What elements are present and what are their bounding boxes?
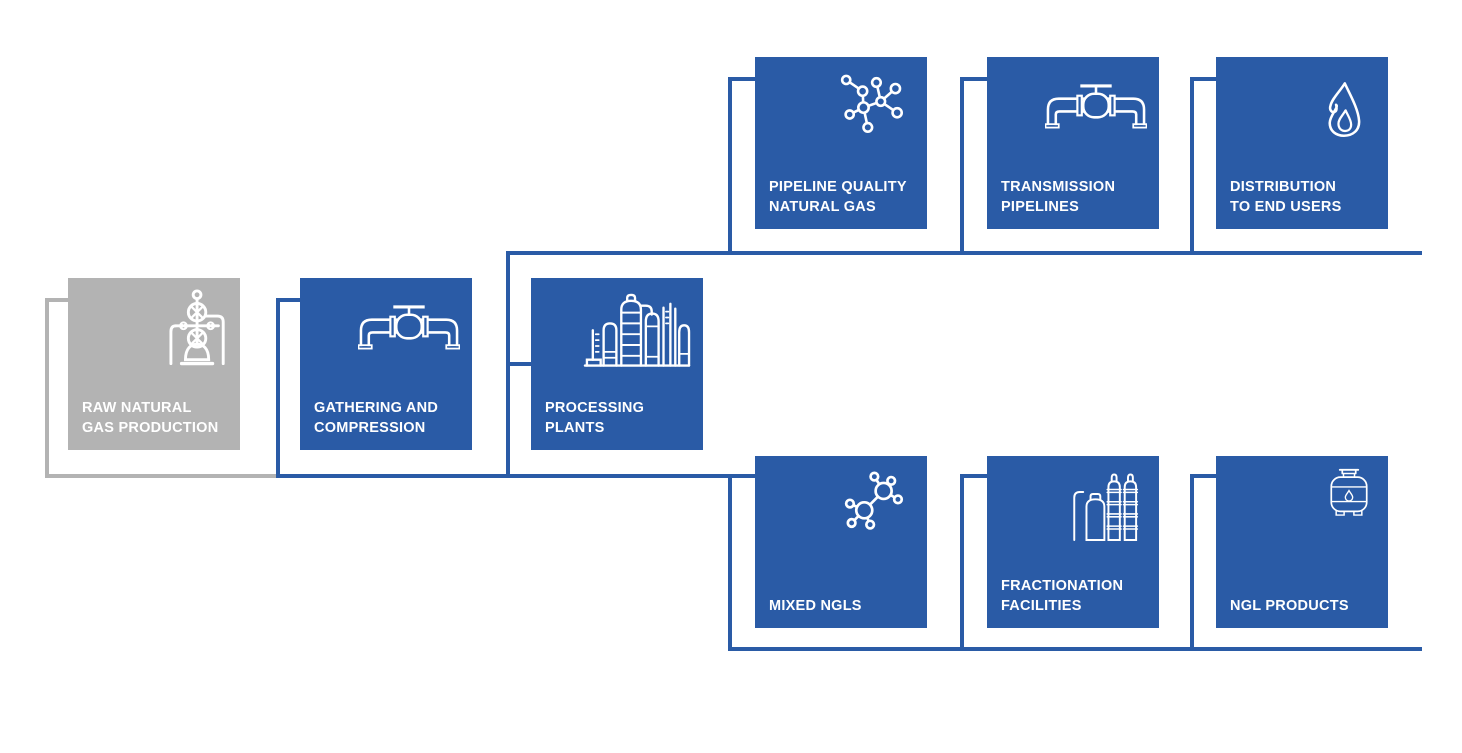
node-label: FRACTIONATION FACILITIES xyxy=(1001,578,1124,614)
molecule-network-icon xyxy=(835,67,917,140)
node-label: RAW NATURAL GAS PRODUCTION xyxy=(82,400,219,436)
fractionation-towers-icon xyxy=(1071,470,1141,542)
flame-icon xyxy=(1321,81,1367,138)
connector-line xyxy=(728,474,755,478)
connector-line xyxy=(45,298,68,302)
connector-line xyxy=(276,474,732,478)
connector-line xyxy=(1190,77,1216,81)
wellhead-icon xyxy=(168,288,230,366)
node-pipeline-quality-natural-gas: PIPELINE QUALITY NATURAL GAS xyxy=(755,57,927,229)
node-processing-plants: PROCESSING PLANTS xyxy=(531,278,703,450)
node-transmission-pipelines: TRANSMISSION PIPELINES xyxy=(987,57,1159,229)
connector-line xyxy=(960,77,987,81)
node-raw-natural-gas-production: RAW NATURAL GAS PRODUCTION xyxy=(68,278,240,450)
pipeline-valve-icon xyxy=(358,303,460,350)
connector-line xyxy=(728,77,755,81)
node-label: GATHERING AND COMPRESSION xyxy=(314,400,439,436)
node-mixed-ngls: MIXED NGLS xyxy=(755,456,927,628)
pipeline-valve-icon xyxy=(1045,82,1147,129)
connector-line xyxy=(45,474,276,478)
molecule-icon xyxy=(839,464,919,540)
gas-cylinder-icon xyxy=(1327,468,1371,519)
connector-line xyxy=(728,474,732,651)
node-gathering-and-compression: GATHERING AND COMPRESSION xyxy=(300,278,472,450)
connector-line xyxy=(276,298,300,302)
node-ngl-products: NGL PRODUCTS xyxy=(1216,456,1388,628)
node-label: TRANSMISSION PIPELINES xyxy=(1001,179,1116,215)
connector-line xyxy=(276,298,280,478)
node-label: MIXED NGLS xyxy=(769,598,862,614)
connector-line xyxy=(506,251,1422,255)
connector-line xyxy=(728,647,1422,651)
node-fractionation-facilities: FRACTIONATION FACILITIES xyxy=(987,456,1159,628)
connector-line xyxy=(960,474,987,478)
node-label: NGL PRODUCTS xyxy=(1230,598,1349,614)
node-distribution-to-end-users: DISTRIBUTION TO END USERS xyxy=(1216,57,1388,229)
connector-line xyxy=(960,474,964,651)
connector-line xyxy=(1190,474,1216,478)
connector-line xyxy=(45,298,49,478)
node-label: PIPELINE QUALITY NATURAL GAS xyxy=(769,179,907,215)
connector-line xyxy=(728,77,732,255)
connector-line xyxy=(506,362,531,366)
connector-line xyxy=(960,77,964,255)
node-label: PROCESSING PLANTS xyxy=(545,400,645,436)
connector-line xyxy=(1190,474,1194,651)
connector-line xyxy=(1190,77,1194,255)
node-label: DISTRIBUTION TO END USERS xyxy=(1230,179,1342,215)
refinery-icon xyxy=(583,291,691,368)
